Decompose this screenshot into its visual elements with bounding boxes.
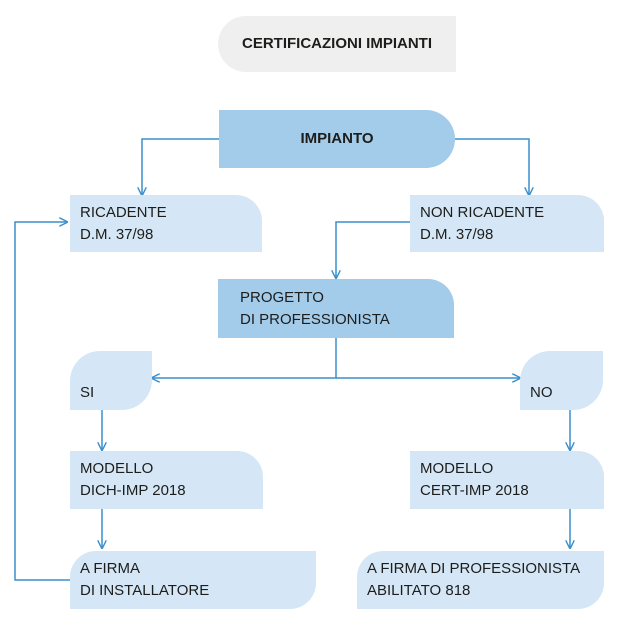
node-firma-professionista-line2: ABILITATO 818 (367, 582, 471, 599)
node-progetto-line1: PROGETTO (240, 288, 324, 306)
node-non-ricadente-line1: NON RICADENTE (420, 203, 545, 221)
node-firma-installatore-line2: DI INSTALLATORE (80, 582, 210, 599)
node-impianto: IMPIANTO (219, 110, 455, 168)
arrow-impianto-to-non-ricadente (455, 138, 529, 195)
node-impianto-label: IMPIANTO (300, 130, 374, 147)
arrow-impianto-to-ricadente (142, 138, 220, 195)
node-ricadente-line2: D.M. 37/98 (80, 225, 154, 243)
title-box: CERTIFICAZIONI IMPIANTI (218, 16, 456, 72)
node-modello-dich-line2: DICH-IMP 2018 (80, 482, 186, 499)
arrow-progetto-to-si (152, 338, 337, 378)
node-si: SI (70, 351, 152, 410)
node-progetto-line2: DI PROFESSIONISTA (240, 310, 390, 328)
node-modello-cert-line1: MODELLO (420, 460, 494, 477)
node-non-ricadente-line2: D.M. 37/98 (420, 225, 494, 243)
node-no-label: NO (530, 384, 553, 401)
node-modello-dich: MODELLO DICH-IMP 2018 (70, 451, 263, 509)
arrow-firma-installatore-to-ricadente (14, 222, 70, 581)
node-firma-installatore-line1: A FIRMA (80, 560, 141, 577)
arrow-non-ricadente-to-progetto (336, 221, 410, 278)
node-si-label: SI (80, 384, 95, 401)
node-modello-cert-line2: CERT-IMP 2018 (420, 482, 529, 499)
node-firma-installatore: A FIRMA DI INSTALLATORE (70, 551, 316, 609)
node-firma-professionista-line1: A FIRMA DI PROFESSIONISTA (367, 560, 581, 577)
node-non-ricadente: NON RICADENTE D.M. 37/98 (410, 195, 604, 252)
node-ricadente-line1: RICADENTE (80, 203, 167, 221)
node-ricadente: RICADENTE D.M. 37/98 (70, 195, 262, 252)
node-firma-professionista: A FIRMA DI PROFESSIONISTA ABILITATO 818 (357, 551, 604, 609)
node-modello-dich-line1: MODELLO (80, 460, 154, 477)
node-no: NO (520, 351, 603, 410)
node-modello-cert: MODELLO CERT-IMP 2018 (410, 451, 604, 509)
diagram-title: CERTIFICAZIONI IMPIANTI (242, 35, 432, 52)
node-progetto: PROGETTO DI PROFESSIONISTA (218, 279, 454, 338)
